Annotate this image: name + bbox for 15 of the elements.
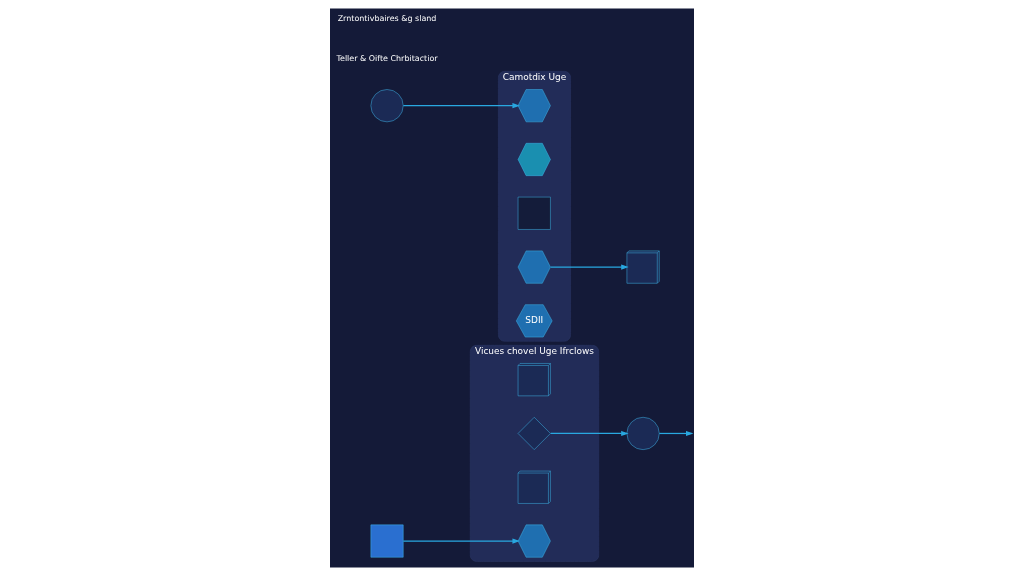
- arrow: [550, 430, 629, 437]
- node-box: [517, 196, 551, 230]
- node-hexagon: [517, 89, 551, 123]
- node-circle: [370, 89, 404, 123]
- node-diamond: [517, 417, 551, 450]
- node-hexagon: [517, 524, 551, 558]
- arrow: [658, 430, 694, 437]
- node-hexagon: [517, 250, 551, 284]
- node-hexagon: [517, 143, 551, 176]
- node-box: [370, 524, 404, 558]
- cluster: Vicues chovel Uge Ifrclows: [470, 345, 599, 562]
- arrow: [402, 538, 520, 544]
- arrow: [402, 103, 520, 109]
- node-circle: [626, 417, 660, 450]
- arrow: [550, 264, 629, 270]
